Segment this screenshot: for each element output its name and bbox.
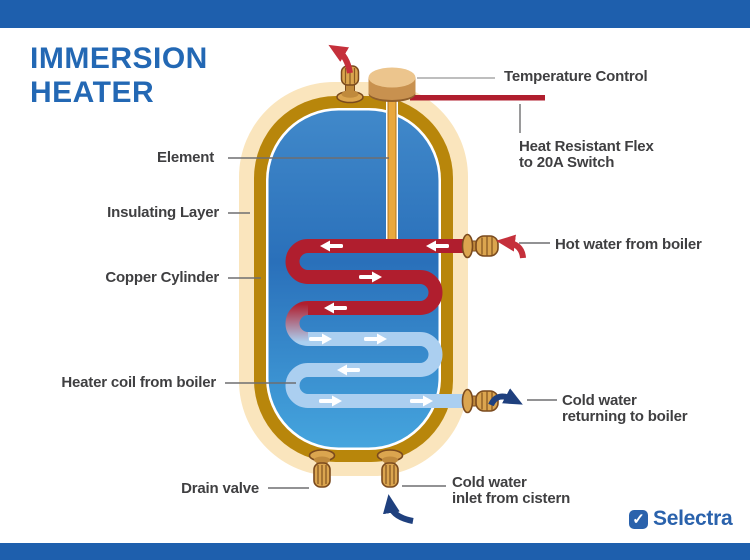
label-temperature-control: Temperature Control — [504, 68, 648, 85]
label-cold-return-line1: Cold water — [562, 392, 637, 409]
page-title-line2: HEATER — [30, 76, 155, 109]
label-insulating-layer: Insulating Layer — [107, 204, 219, 221]
label-cold-inlet: Cold water inlet from cistern — [452, 475, 570, 507]
flow-direction-arrows — [328, 44, 526, 524]
label-cold-inlet-line1: Cold water — [452, 474, 527, 491]
vent-fitting — [336, 65, 364, 104]
label-cold-return-line2: returning to boiler — [562, 408, 688, 425]
brand-logo: ✓ Selectra — [629, 507, 733, 531]
element-rod — [386, 95, 398, 248]
brand-check-icon: ✓ — [629, 509, 648, 529]
label-drain-valve: Drain valve — [181, 480, 259, 497]
label-cold-inlet-line2: inlet from cistern — [452, 490, 571, 507]
top-bar — [0, 0, 750, 28]
heat-resistant-flex-cable — [410, 95, 545, 101]
hot-outlet-arrow — [328, 44, 353, 74]
cold-return-arrow — [488, 388, 523, 407]
label-heater-coil: Heater coil from boiler — [61, 374, 216, 391]
page-title: IMMERSION HEATER — [30, 42, 208, 110]
label-element: Element — [157, 149, 214, 166]
cold-inlet-arrow — [382, 494, 414, 524]
hot-water-in-arrow — [496, 234, 526, 259]
label-heat-resistant-flex: Heat Resistant Flex to 20A Switch — [519, 139, 654, 171]
brand-name: Selectra — [653, 507, 733, 530]
coil-cold-section — [285, 332, 469, 408]
label-cold-return: Cold water returning to boiler — [562, 392, 688, 425]
bottom-bar — [0, 543, 750, 560]
label-copper-cylinder: Copper Cylinder — [105, 269, 219, 286]
coil-transition-bend — [285, 301, 309, 346]
label-heat-resistant-flex-line2: to 20A Switch — [519, 154, 615, 171]
label-heat-resistant-flex-line1: Heat Resistant Flex — [519, 138, 654, 155]
label-hot-water: Hot water from boiler — [555, 236, 702, 253]
hot-water-inlet-fitting — [461, 233, 499, 259]
pointer-lines — [225, 77, 557, 489]
page-title-line1: IMMERSION — [30, 42, 208, 75]
temperature-control-cap — [368, 67, 416, 102]
